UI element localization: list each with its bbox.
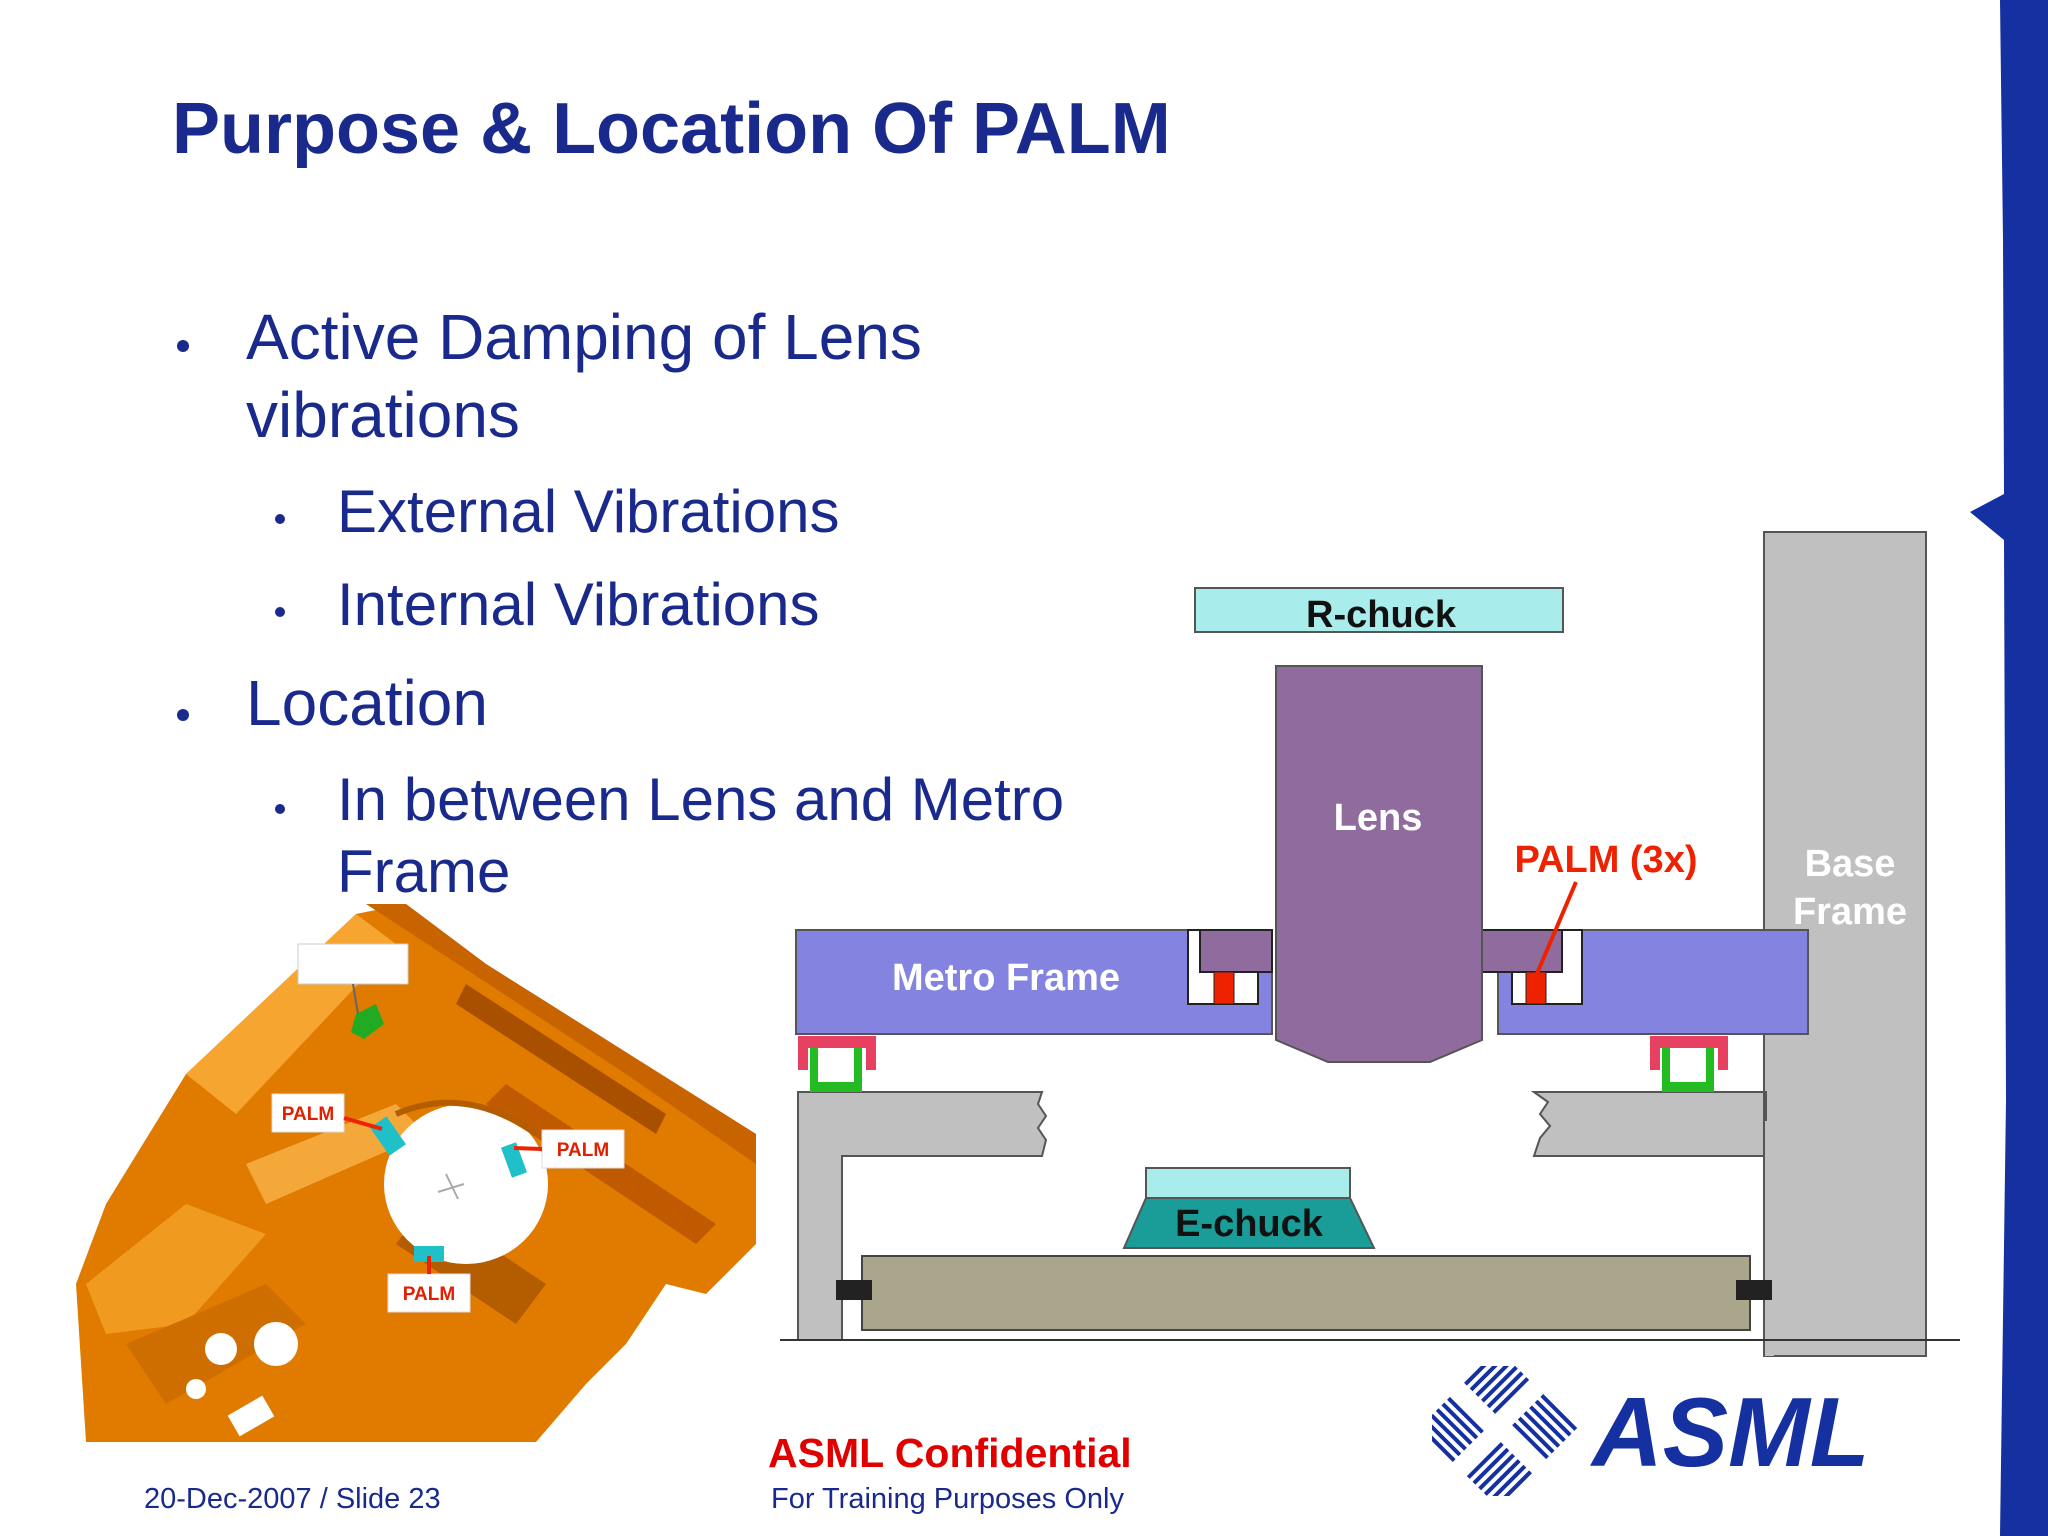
lens bbox=[1275, 665, 1483, 1063]
photo-palm-label: PALM bbox=[282, 1104, 334, 1125]
slide-title: Purpose & Location Of PALM bbox=[172, 89, 1171, 169]
bullet-dot bbox=[177, 340, 189, 352]
bullet-active-damping: Active Damping of Lens vibrations bbox=[246, 298, 922, 454]
metro-frame-label: Metro Frame bbox=[892, 957, 1120, 999]
palm-actuator-right bbox=[1525, 971, 1547, 1005]
bullet-location: Location bbox=[246, 667, 488, 739]
bullet-in-between: In between Lens and Metro Frame bbox=[337, 764, 1064, 908]
photo-palm-label: PALM bbox=[403, 1284, 455, 1305]
palm-schematic-diagram: E-chuck R-chuck Metro Frame Lens PALM (3… bbox=[780, 531, 1960, 1357]
asml-logo-mark-icon bbox=[1432, 1366, 1578, 1496]
mount-left bbox=[798, 1036, 876, 1092]
echuck-label: E-chuck bbox=[1175, 1203, 1324, 1245]
training-label: For Training Purposes Only bbox=[771, 1483, 1124, 1515]
palm-location-photo: PALM PALM PALM bbox=[66, 904, 756, 1442]
echuck-top bbox=[1145, 1167, 1351, 1199]
bullet-external-vibrations: External Vibrations bbox=[337, 478, 840, 545]
rchuck bbox=[1194, 587, 1564, 633]
palm-actuator-left bbox=[1213, 971, 1235, 1005]
base-frame-arm-right bbox=[1530, 1091, 1767, 1157]
asml-logo-text: ASML bbox=[1589, 1377, 1870, 1487]
bullet-dot bbox=[177, 709, 189, 721]
echuck bbox=[1122, 1197, 1376, 1249]
bullet-line: In between Lens and Metro bbox=[337, 766, 1065, 833]
base-frame-label: Base bbox=[1805, 843, 1896, 885]
rchuck-label: R-chuck bbox=[1306, 594, 1457, 636]
lens-label: Lens bbox=[1334, 797, 1423, 839]
bullet-dot bbox=[275, 607, 285, 617]
asml-logo: ASML bbox=[1432, 1366, 1870, 1496]
base-frame-label: Frame bbox=[1793, 891, 1907, 933]
wafer-stage bbox=[861, 1255, 1751, 1331]
bullet-internal-vibrations: Internal Vibrations bbox=[337, 571, 820, 638]
bullet-dot bbox=[275, 514, 285, 524]
bullet-line: vibrations bbox=[246, 379, 520, 451]
bullet-dot bbox=[275, 804, 285, 814]
bullet-line: Active Damping of Lens bbox=[246, 301, 922, 373]
palm-3x-label: PALM (3x) bbox=[1515, 839, 1698, 881]
bullet-line: Frame bbox=[337, 838, 511, 905]
confidential-label: ASML Confidential bbox=[768, 1430, 1132, 1476]
photo-palm-label: PALM bbox=[557, 1140, 609, 1161]
mount-right bbox=[1650, 1036, 1728, 1092]
footer-date-slide: 20-Dec-2007 / Slide 23 bbox=[144, 1483, 441, 1515]
